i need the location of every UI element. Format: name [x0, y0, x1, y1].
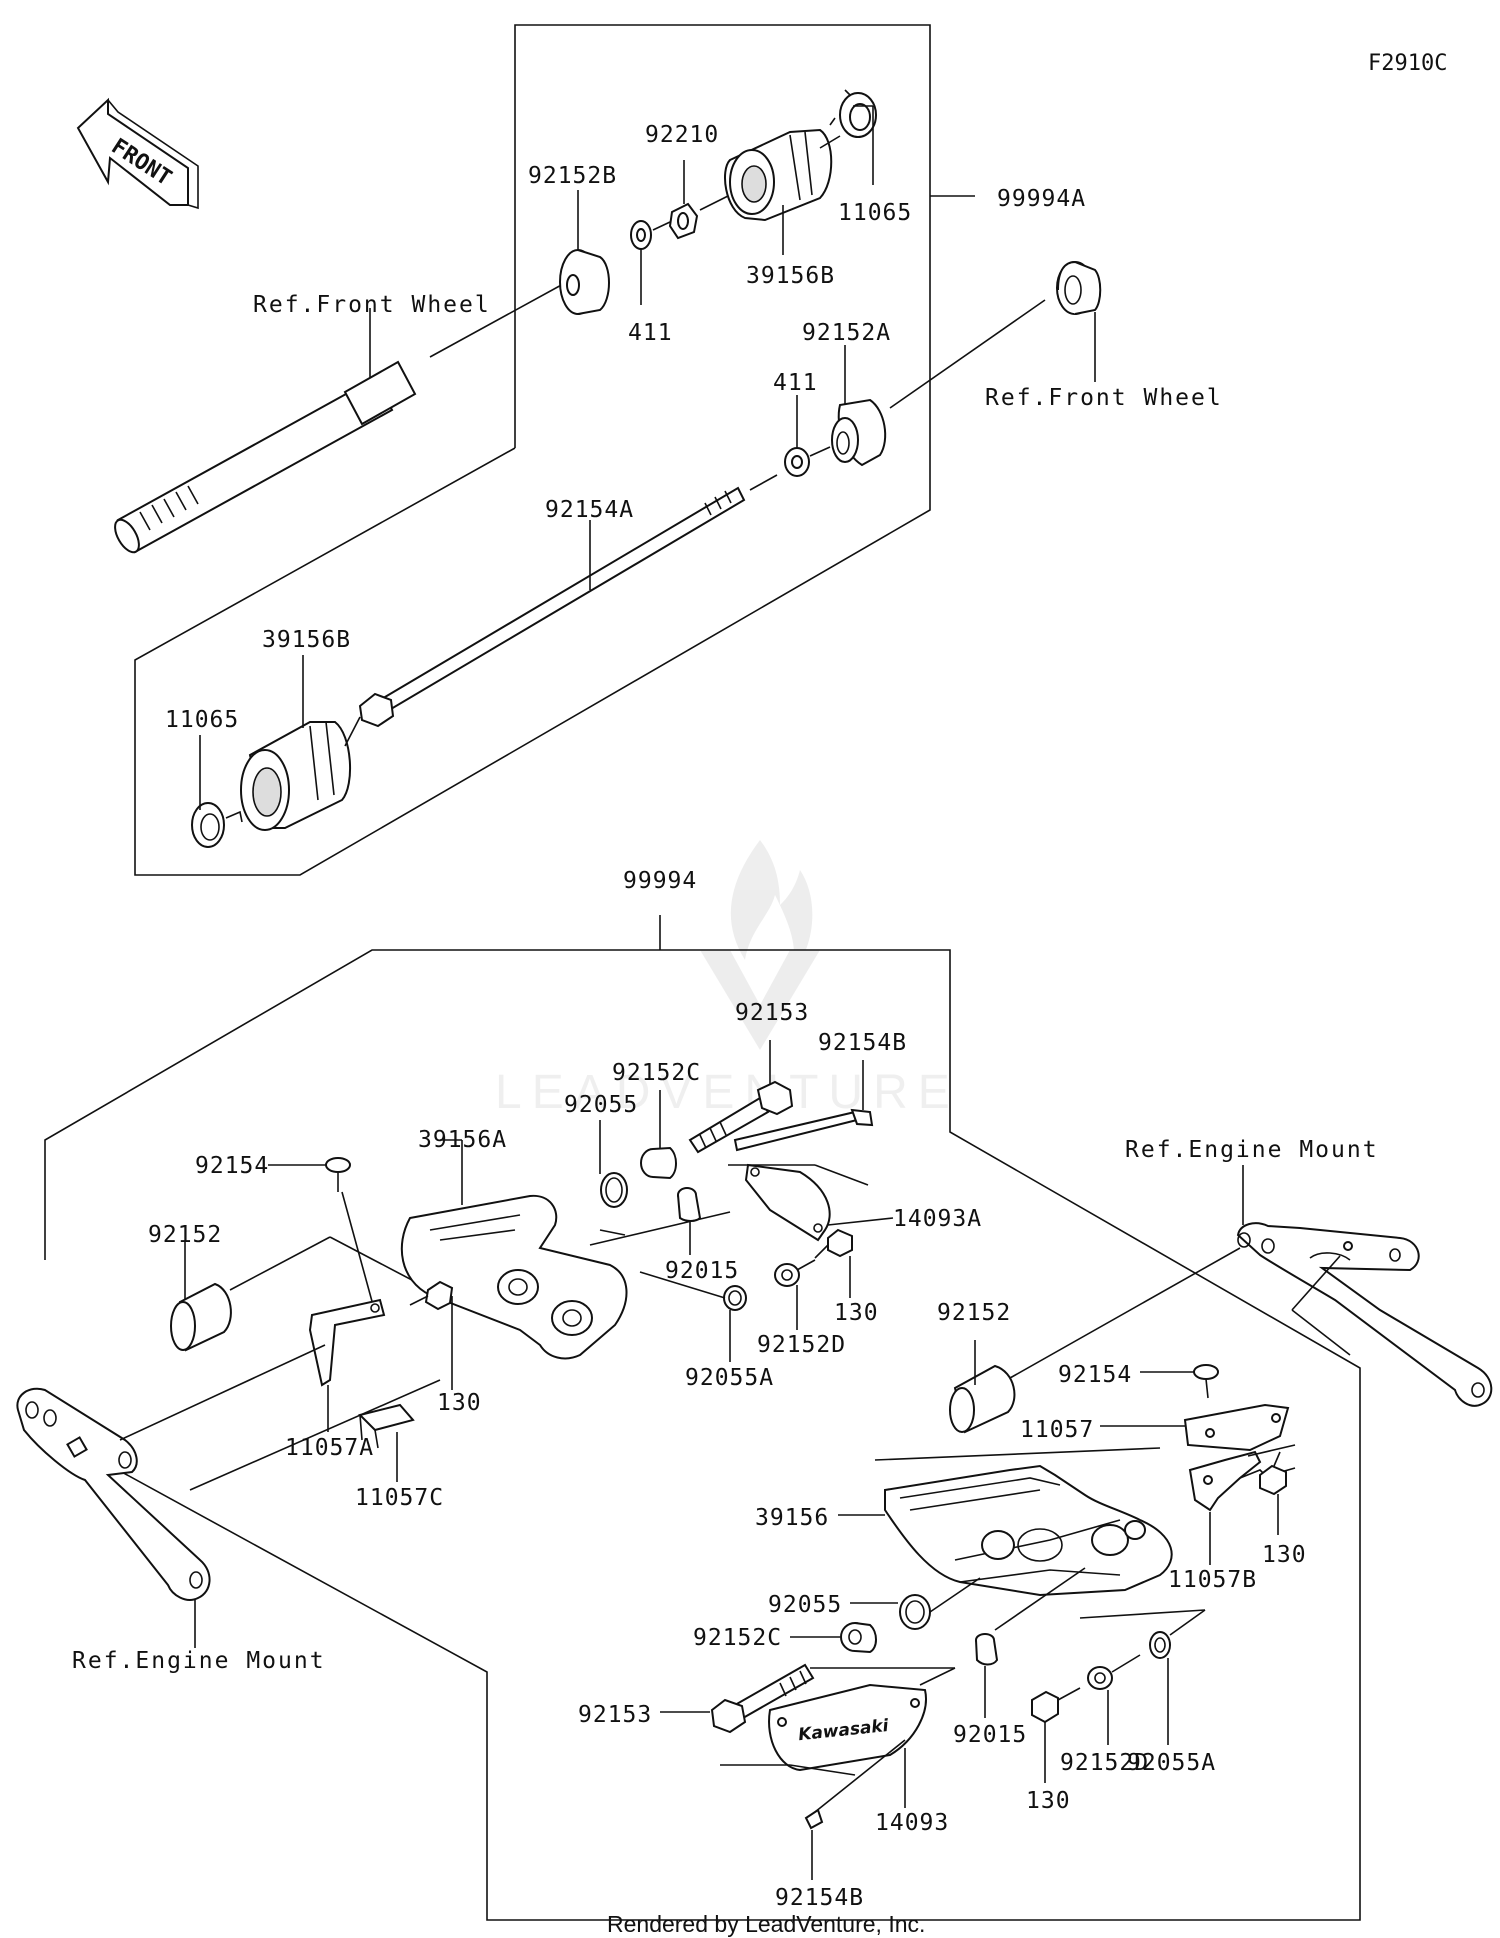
label-92152D-b: 92152D	[1060, 1750, 1149, 1776]
bolt-92154A	[358, 474, 778, 728]
bolt-92153-bottom	[710, 1663, 815, 1734]
footer-credit: Rendered by LeadVenture, Inc.	[607, 1911, 925, 1937]
label-92055A-b: 92055A	[1127, 1750, 1216, 1776]
bolt-130-top	[814, 1228, 853, 1259]
collar-92152C-top	[640, 1146, 677, 1180]
label-92055-a: 92055	[564, 1092, 638, 1118]
label-92154A: 92154A	[545, 497, 634, 523]
nut-92210	[668, 202, 699, 240]
label-130-d: 130	[1026, 1788, 1071, 1814]
label-92154-b: 92154	[1058, 1362, 1132, 1388]
end-cap-11065-a	[829, 89, 877, 138]
label-92152A: 92152A	[802, 320, 891, 346]
screw-92154B-bottom	[804, 1739, 906, 1830]
oring-92055A-top	[723, 1285, 747, 1311]
label-411-a: 411	[628, 320, 673, 346]
screw-92154-right	[1193, 1364, 1219, 1399]
label-92055-b: 92055	[768, 1592, 842, 1618]
label-92210: 92210	[645, 122, 719, 148]
label-92152B: 92152B	[528, 163, 617, 189]
label-11065-b: 11065	[165, 707, 239, 733]
oring-92055-bottom	[899, 1594, 931, 1630]
slider-cap-39156B-a	[724, 128, 833, 222]
label-39156A: 39156A	[418, 1127, 507, 1153]
ref-front-wheel-right: Ref.Front Wheel	[985, 385, 1223, 411]
label-130-a: 130	[834, 1300, 879, 1326]
cover-plate-14093A	[744, 1163, 831, 1242]
engine-mount-left	[16, 1387, 211, 1601]
ref-front-wheel-left: Ref.Front Wheel	[253, 292, 491, 318]
label-130-c: 130	[1262, 1542, 1307, 1568]
label-92153-a: 92153	[735, 1000, 809, 1026]
ref-engine-mount-right: Ref.Engine Mount	[1125, 1137, 1379, 1163]
watermark-text: LEADVENTURE	[495, 1066, 960, 1119]
label-130-b: 130	[437, 1390, 482, 1416]
collar-92152B	[559, 249, 610, 315]
slider-39156A	[400, 1194, 628, 1360]
label-92152D-a: 92152D	[757, 1332, 846, 1358]
label-11057: 11057	[1020, 1417, 1094, 1443]
label-92152-b: 92152	[937, 1300, 1011, 1326]
collar-92152A	[831, 398, 887, 467]
screw-92154-left	[325, 1157, 351, 1192]
spacer-92152-left	[170, 1282, 232, 1352]
bushing-92015-top	[677, 1187, 702, 1222]
bracket-11057A	[308, 1298, 386, 1387]
collar-92152D-bottom	[1087, 1666, 1113, 1690]
front-wheel-spacer-right	[1056, 260, 1102, 315]
collar-92152D-top	[774, 1263, 800, 1287]
front-arrow-icon: FRONT	[76, 97, 199, 210]
bottom-group: Ref.Engine Mount	[16, 868, 1493, 1921]
label-39156B-a: 39156B	[746, 263, 835, 289]
collar-92152C-bottom	[840, 1622, 877, 1654]
label-92152C-b: 92152C	[693, 1625, 782, 1651]
label-92015-a: 92015	[665, 1258, 739, 1284]
label-92015-b: 92015	[953, 1722, 1027, 1748]
label-11057A: 11057A	[285, 1435, 374, 1461]
label-14093: 14093	[875, 1810, 949, 1836]
label-11057C: 11057C	[355, 1485, 444, 1511]
slider-39156	[884, 1464, 1173, 1597]
cover-plate-14093: Kawasaki	[768, 1683, 927, 1772]
screw-92154B-top	[733, 1108, 874, 1152]
label-14093A: 14093A	[893, 1206, 982, 1232]
bushing-92015-bottom	[975, 1633, 999, 1666]
label-92154-a: 92154	[195, 1153, 269, 1179]
ref-engine-mount-left: Ref.Engine Mount	[72, 1648, 326, 1674]
label-92154B-a: 92154B	[818, 1030, 907, 1056]
bolt-130-bottom	[1031, 1687, 1081, 1724]
bracket-11057	[1183, 1403, 1290, 1452]
front-axle	[114, 282, 566, 554]
diagram-code: F2910C	[1368, 51, 1447, 76]
bolt-92153	[688, 1080, 794, 1154]
oring-92055A-bottom	[1149, 1631, 1171, 1659]
label-99994: 99994	[623, 868, 697, 894]
label-39156B-b: 39156B	[262, 627, 351, 653]
label-92153-b: 92153	[578, 1702, 652, 1728]
slider-cap-39156B-b	[240, 721, 352, 831]
spacer-92152-right	[949, 1364, 1016, 1434]
label-11065-a: 11065	[838, 200, 912, 226]
engine-mount-right	[1236, 1222, 1493, 1407]
end-cap-11065-b	[191, 802, 243, 848]
top-group: 92152B 92210 11065 99994A 39156B 411 921…	[114, 24, 1223, 876]
bolt-130-left	[409, 1280, 454, 1311]
label-92154B-b: 92154B	[775, 1885, 864, 1911]
label-11057B: 11057B	[1168, 1567, 1257, 1593]
bracket-11057B	[1188, 1450, 1271, 1512]
bolt-130-right	[1259, 1451, 1287, 1496]
label-92152-a: 92152	[148, 1222, 222, 1248]
label-92055A-a: 92055A	[685, 1365, 774, 1391]
clip-11057C	[358, 1403, 415, 1449]
label-39156: 39156	[755, 1505, 829, 1531]
leadventure-watermark: LEADVENTURE	[495, 840, 960, 1119]
label-411-b: 411	[773, 370, 818, 396]
label-99994A: 99994A	[997, 186, 1086, 212]
label-92152C-a: 92152C	[612, 1060, 701, 1086]
